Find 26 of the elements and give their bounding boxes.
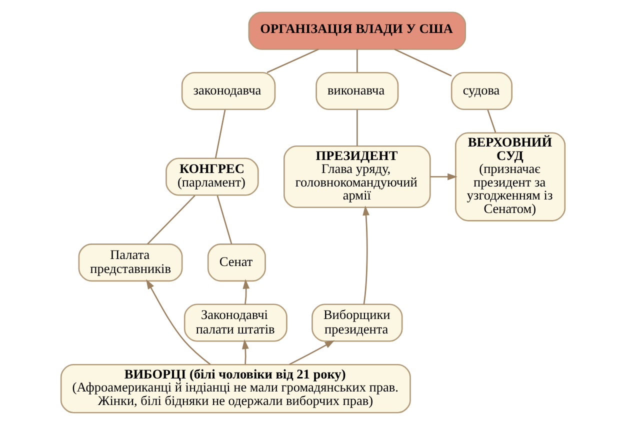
node-box: Палата представників: [78, 243, 183, 282]
arrow: [242, 339, 249, 364]
connector: [394, 48, 452, 76]
node-box: судова: [450, 72, 512, 110]
node-box: виконавча: [316, 72, 399, 110]
node-box: Виборщики президента: [312, 304, 403, 342]
node-box: законодавча: [181, 72, 276, 110]
connector: [487, 110, 496, 133]
node-box: ОРГАНІЗАЦІЯ ВЛАДИ У США: [248, 12, 466, 50]
node-box: Законодавчі палати штатів: [184, 304, 288, 342]
connector: [214, 110, 226, 158]
connector: [216, 195, 232, 244]
connector: [356, 49, 358, 73]
arrow: [242, 279, 250, 304]
connector: [147, 195, 196, 245]
arrow: [362, 206, 370, 304]
connector: [266, 48, 319, 74]
arrow: [430, 173, 458, 180]
arrow: [146, 279, 211, 365]
connector: [356, 110, 358, 146]
node-box: КОНГРЕС (парламент): [166, 158, 259, 196]
node-box: ВЕРХОВНИЙ СУД (призначає президент за узгодженням із Сенатом): [455, 132, 566, 222]
arrow: [289, 340, 335, 366]
node-box: ПРЕЗИДЕНТ Глава уряду, головнокомандуючий армії: [284, 145, 431, 208]
node-box: Сенат: [207, 243, 266, 282]
node-box: ВИБОРЦІ (білі чоловіки від 21 року) (Афроамериканці й індіанці не мали громадянських прав. Жінки, білі бідняки не одержали виборчих прав): [60, 364, 411, 414]
